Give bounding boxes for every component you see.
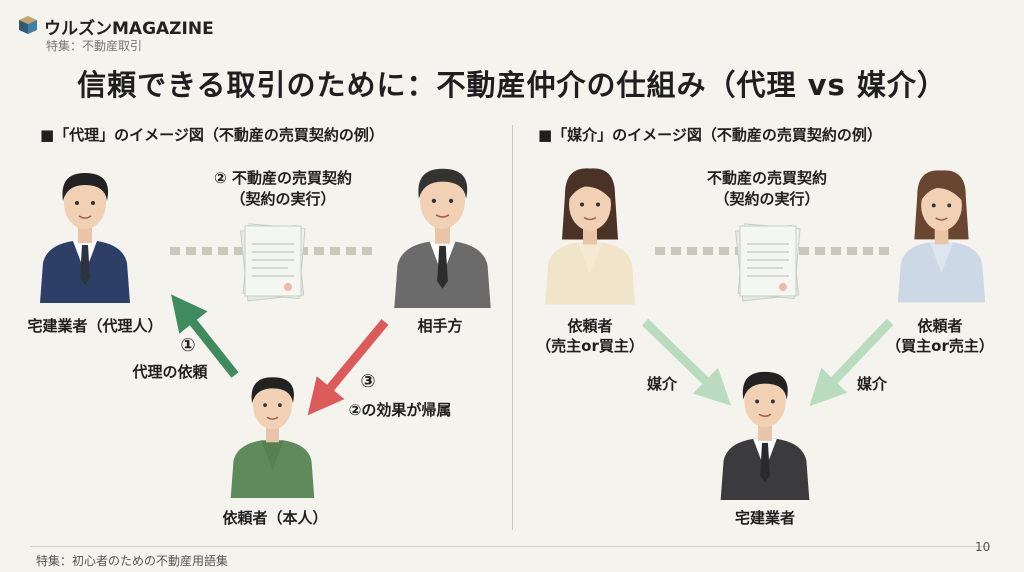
client-right-role: （買主or売主） <box>886 337 994 355</box>
client-left-label: 依頼者 <box>567 317 613 335</box>
footer-text: 特集：初心者のための不動産用語集 <box>36 554 229 568</box>
left-contract-label: ② 不動産の売買契約 <box>214 169 352 187</box>
right-contract-label: 不動産の売買契約 <box>706 169 828 187</box>
client-left-figure <box>545 168 635 305</box>
mediation-arrow-left <box>641 318 732 406</box>
contract-document-icon <box>735 223 801 302</box>
right-contract-sublabel: （契約の実行） <box>714 190 820 208</box>
broker-figure <box>720 371 810 500</box>
footer-rule <box>30 546 990 547</box>
effect-arrow <box>307 319 389 416</box>
page-number: 10 <box>975 540 991 554</box>
client-right-label: 依頼者 <box>917 317 963 335</box>
step3-number: ③ <box>360 371 376 392</box>
counterparty-figure <box>394 168 491 308</box>
section-divider <box>512 125 513 530</box>
principal-label: 依頼者（本人） <box>222 509 328 527</box>
header-subtitle: 特集：不動産取引 <box>46 39 143 53</box>
left-section-heading: ■「代理」のイメージ図（不動産の売買契約の例） <box>40 126 384 144</box>
left-contract-sublabel: （契約の実行） <box>230 190 336 208</box>
client-left-role: （売主or買主） <box>536 337 644 355</box>
mediation-right-label: 媒介 <box>856 375 888 393</box>
counterparty-label: 相手方 <box>417 317 463 335</box>
client-right-figure <box>897 170 986 303</box>
brand-name: ウルズンMAGAZINE <box>44 19 214 39</box>
broker-label: 宅建業者 <box>734 509 796 527</box>
agent-figure <box>40 173 130 303</box>
mediation-arrow-right <box>809 318 894 407</box>
principal-figure <box>230 377 315 498</box>
logo-cube-icon <box>19 16 37 34</box>
contract-document-icon <box>240 223 306 302</box>
request-arrow <box>171 294 239 378</box>
step1-label: 代理の依頼 <box>132 363 208 381</box>
step1-number: ① <box>180 335 196 356</box>
page-title: 信頼できる取引のために：不動産仲介の仕組み（代理 vs 媒介） <box>77 68 947 102</box>
mediation-left-label: 媒介 <box>646 375 678 393</box>
right-section-heading: ■「媒介」のイメージ図（不動産の売買契約の例） <box>538 126 882 144</box>
agent-label: 宅建業者（代理人） <box>27 317 163 335</box>
step3-label: ②の効果が帰属 <box>348 401 452 419</box>
